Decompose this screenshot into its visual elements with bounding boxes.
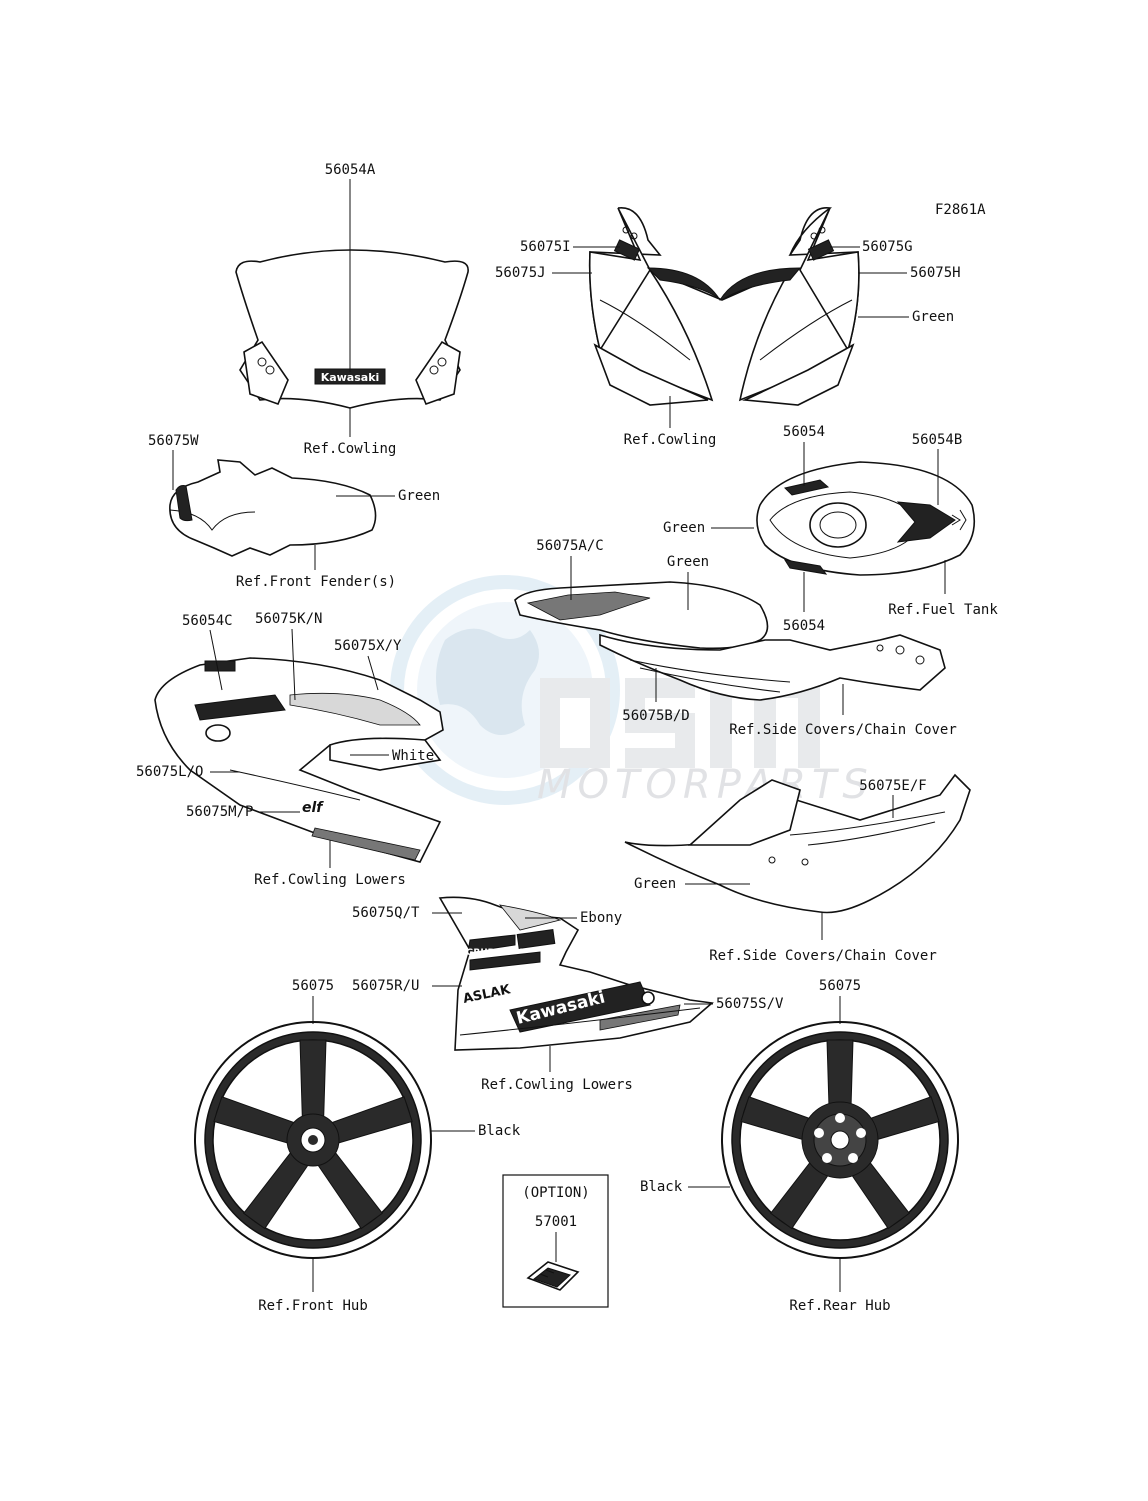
label-fender-green: Green xyxy=(398,488,440,504)
label-tank-56054-bottom: 56054 xyxy=(783,618,825,634)
label-lower-ebony: Ebony xyxy=(580,910,622,926)
label-tank-green: Green xyxy=(663,520,705,536)
label-side-ref: Ref.Cowling Lowers xyxy=(254,872,406,888)
label-windscreen-ref: Ref.Cowling xyxy=(304,441,397,457)
label-rear-wheel-ref: Ref.Rear Hub xyxy=(789,1298,890,1314)
side-cowling-part: elf xyxy=(154,657,444,863)
under-cover-part xyxy=(624,773,971,914)
label-tank-ref: Ref.Fuel Tank xyxy=(888,602,998,618)
label-rear-wheel-part: 56075 xyxy=(819,978,861,994)
side-cowl-elf-text: elf xyxy=(302,800,324,816)
label-tail-green: Green xyxy=(667,554,709,570)
label-56075j: 56075J xyxy=(495,265,546,281)
label-56075bd: 56075B/D xyxy=(622,708,689,724)
label-under-green: Green xyxy=(634,876,676,892)
label-56075h: 56075H xyxy=(910,265,961,281)
label-rear-wheel-black: Black xyxy=(640,1179,683,1195)
label-cowl-ref: Ref.Cowling xyxy=(624,432,717,448)
label-front-wheel-ref: Ref.Front Hub xyxy=(258,1298,368,1314)
label-under-ref: Ref.Side Covers/Chain Cover xyxy=(709,948,937,964)
watermark-text: MOTORPARTS xyxy=(537,762,874,808)
rear-wheel-part xyxy=(721,1021,959,1259)
label-56075w: 56075W xyxy=(148,433,199,449)
label-56054a: 56054A xyxy=(325,162,376,178)
lower-sponsor-1-text: GRUPO ADI xyxy=(466,948,523,958)
label-56054c: 56054C xyxy=(182,613,233,629)
label-cowl-green: Green xyxy=(912,309,954,325)
windscreen-part: Kawasaki xyxy=(235,249,469,409)
watermark-logo: MOTORPARTS xyxy=(390,575,874,808)
upper-cowling-part xyxy=(588,207,860,406)
label-fender-ref: Ref.Front Fender(s) xyxy=(236,574,396,590)
label-56075qt: 56075Q/T xyxy=(352,905,420,921)
label-56075sv: 56075S/V xyxy=(716,996,784,1012)
option-clip-part xyxy=(526,1261,580,1291)
front-wheel-part xyxy=(194,1021,432,1259)
option-box: (OPTION) 57001 xyxy=(502,1174,609,1308)
windscreen-logo-text: Kawasaki xyxy=(321,371,380,384)
label-side-white: White xyxy=(392,748,434,764)
label-56075xy: 56075X/Y xyxy=(334,638,402,654)
label-option-title: (OPTION) xyxy=(522,1185,589,1201)
label-tank-56054-top: 56054 xyxy=(783,424,825,440)
figure-code: F2861A xyxy=(935,202,986,218)
label-front-wheel-part: 56075 xyxy=(292,978,334,994)
label-56075lo: 56075L/O xyxy=(136,764,203,780)
fuel-tank-part xyxy=(756,461,976,576)
label-lower-ref: Ref.Cowling Lowers xyxy=(481,1077,633,1093)
label-front-wheel-black: Black xyxy=(478,1123,521,1139)
label-56075ru: 56075R/U xyxy=(352,978,419,994)
lower-cowling-part: GRUPO ADI ASLAK Kawasaki xyxy=(438,896,714,1051)
label-56075ef: 56075E/F xyxy=(859,778,926,794)
label-56075kn: 56075K/N xyxy=(255,611,322,627)
front-fender-part xyxy=(169,459,377,557)
tail-cowl-part xyxy=(514,581,946,701)
label-tail-ref: Ref.Side Covers/Chain Cover xyxy=(729,722,957,738)
label-56075i: 56075I xyxy=(520,239,571,255)
label-56075ac: 56075A/C xyxy=(536,538,603,554)
label-option-part: 57001 xyxy=(535,1214,577,1230)
label-56075g: 56075G xyxy=(862,239,913,255)
label-56075mp: 56075M/P xyxy=(186,804,253,820)
label-56054b: 56054B xyxy=(912,432,963,448)
